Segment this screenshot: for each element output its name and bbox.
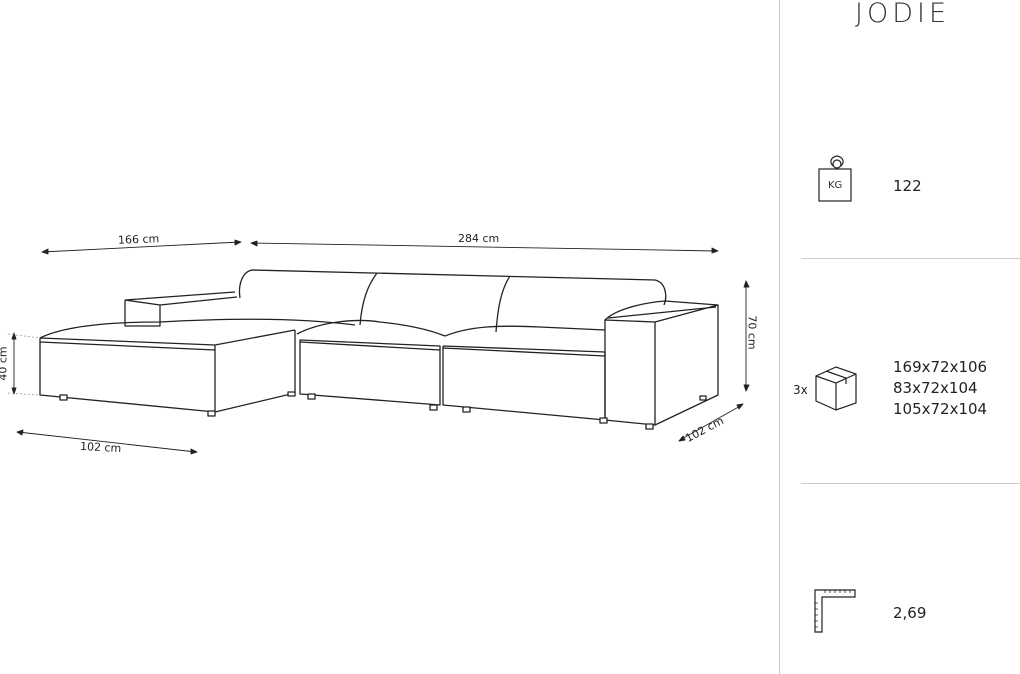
seat-height-guides (7, 333, 41, 396)
dimension-arrows (11, 239, 750, 455)
dimension-seat-height: 40 cm (0, 346, 10, 381)
dimension-chaise-length: 166 cm (117, 232, 160, 247)
weight-kg-icon (818, 155, 852, 202)
backrest-seam (495, 275, 511, 333)
weight-icon-label: KG (828, 180, 843, 191)
dimension-chaise-width: 102 cm (79, 439, 122, 456)
middle-module (296, 319, 446, 406)
backrest-seam (359, 272, 378, 326)
corner-ruler-icon (814, 589, 856, 633)
box-icon (815, 366, 857, 411)
package-count: 3x (793, 383, 808, 397)
package-size: 83x72x104 (893, 379, 978, 397)
sofa-backrest (238, 269, 667, 306)
chaise-front (39, 329, 296, 413)
sofa-legs (59, 391, 707, 430)
divider (801, 483, 1020, 484)
chaise-seat (39, 318, 356, 339)
package-sizes: 169x72x106 83x72x104 105x72x104 (893, 357, 987, 420)
divider (801, 258, 1020, 259)
sofa-drawing (7, 239, 750, 455)
weight-value: 122 (893, 177, 922, 195)
left-armrest (124, 291, 238, 327)
package-size: 169x72x106 (893, 358, 988, 376)
dimension-height: 70 cm (745, 315, 759, 350)
package-size: 105x72x104 (893, 400, 988, 418)
divider-vertical (779, 0, 780, 674)
dimension-total-width: 284 cm (458, 232, 500, 245)
area-value: 2,69 (893, 604, 927, 622)
right-module (442, 325, 606, 421)
right-armrest (604, 300, 719, 426)
product-title: JODIE (855, 0, 951, 29)
